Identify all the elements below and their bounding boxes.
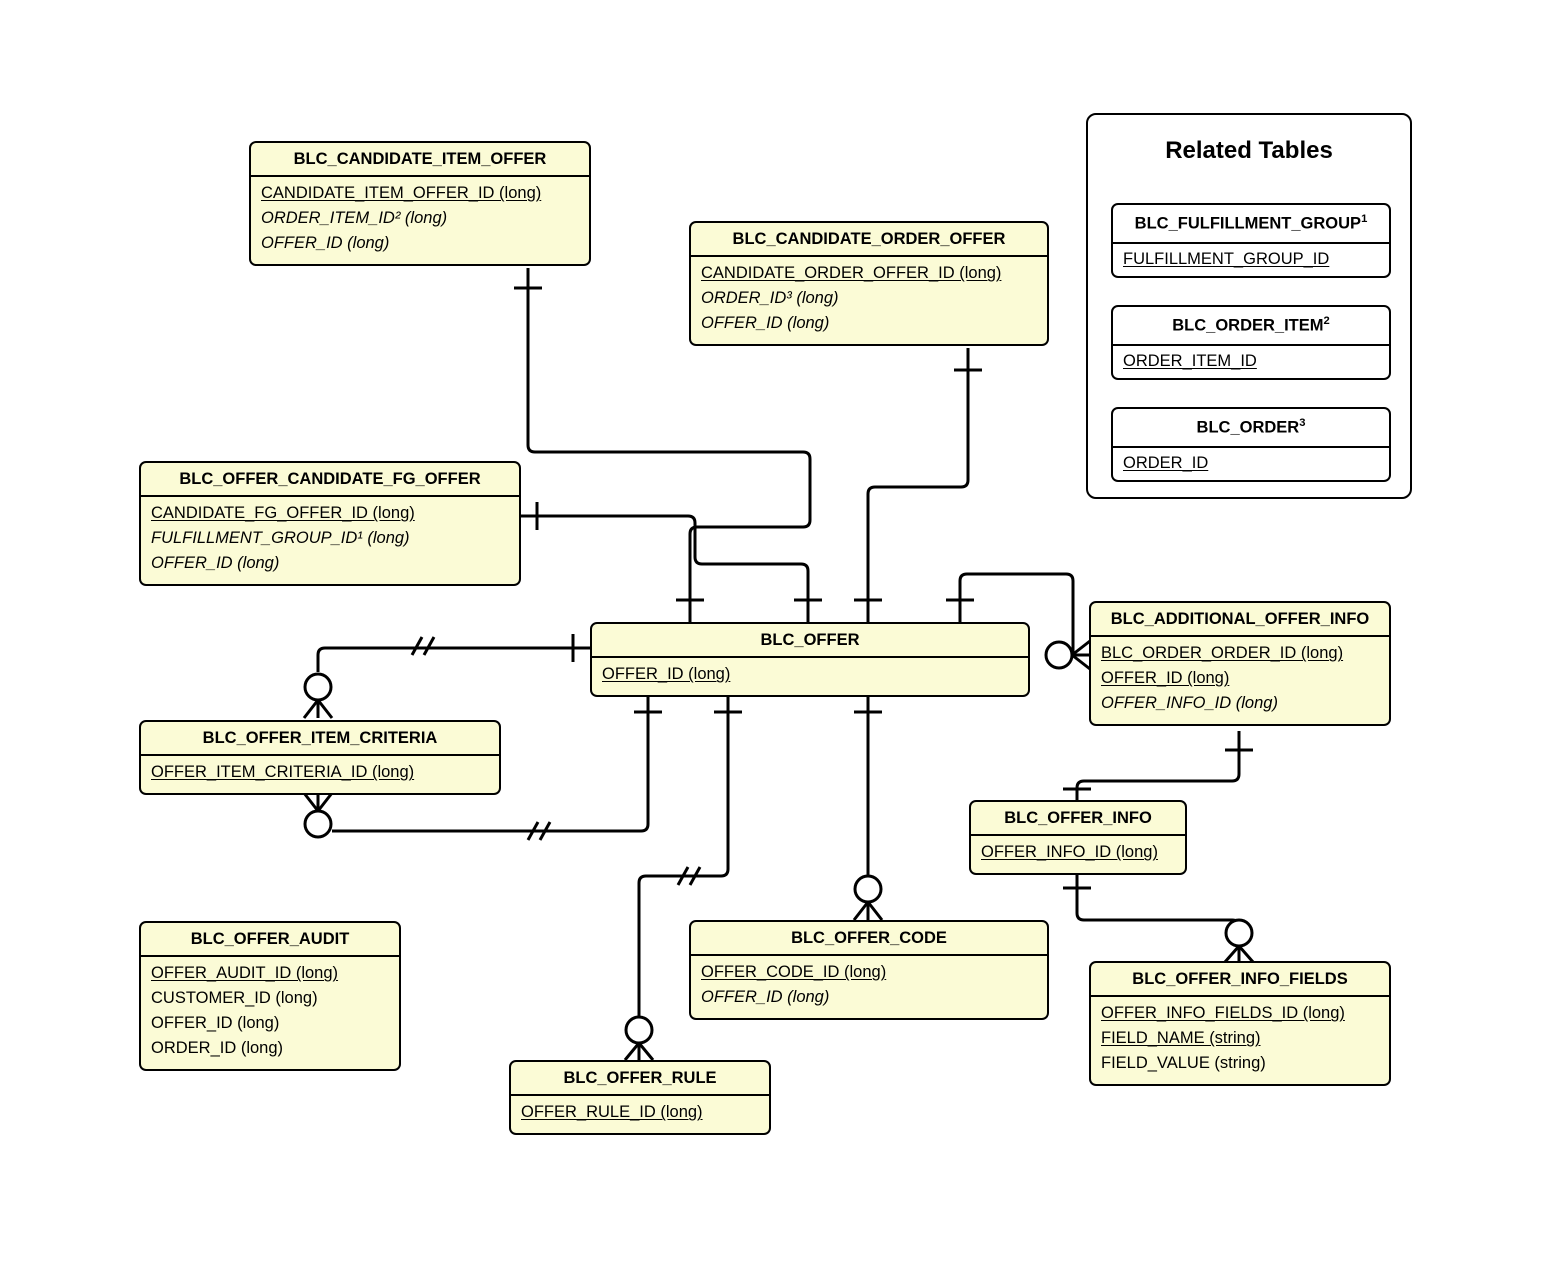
entity-attributes: OFFER_INFO_FIELDS_ID (long) FIELD_NAME (… xyxy=(1091,997,1389,1084)
entity-blc-offer-audit[interactable]: BLC_OFFER_AUDIT OFFER_AUDIT_ID (long) CU… xyxy=(139,921,401,1072)
entity-attributes: CANDIDATE_FG_OFFER_ID (long) FULFILLMENT… xyxy=(141,497,519,584)
attribute-row: OFFER_ID (long) xyxy=(602,665,731,684)
entity-title: BLC_CANDIDATE_ORDER_OFFER xyxy=(691,223,1047,258)
attribute-row: OFFER_INFO_FIELDS_ID (long) xyxy=(1101,1004,1345,1023)
related-table-blc-order-item[interactable]: BLC_ORDER_ITEM2 ORDER_ITEM_ID xyxy=(1111,305,1391,380)
entity-blc-offer-info[interactable]: BLC_OFFER_INFO OFFER_INFO_ID (long) xyxy=(969,800,1187,876)
entity-blc-offer-code[interactable]: BLC_OFFER_CODE OFFER_CODE_ID (long) OFFE… xyxy=(689,920,1049,1021)
crowfoot-oic-top xyxy=(302,699,334,719)
entity-title: BLC_ORDER3 xyxy=(1113,409,1389,448)
entity-title: BLC_OFFER_ITEM_CRITERIA xyxy=(141,722,499,757)
entity-attributes: OFFER_RULE_ID (long) xyxy=(511,1096,769,1133)
attribute-row: OFFER_ID (long) xyxy=(261,234,390,253)
entity-attributes: OFFER_ID (long) xyxy=(592,658,1028,695)
crowfoot-rule xyxy=(623,1042,655,1061)
slash-c1 xyxy=(676,866,690,886)
related-tables-title: Related Tables xyxy=(1165,137,1333,164)
entity-title: BLC_OFFER_INFO xyxy=(971,802,1185,837)
attribute-row: OFFER_ID (long) xyxy=(701,988,830,1007)
entity-blc-offer-info-fields[interactable]: BLC_OFFER_INFO_FIELDS OFFER_INFO_FIELDS_… xyxy=(1089,961,1391,1087)
attribute-row: FULFILLMENT_GROUP_ID¹ (long) xyxy=(151,529,410,548)
slash-b2 xyxy=(538,821,552,841)
attribute-row: FIELD_VALUE (string) xyxy=(1101,1054,1266,1073)
attribute-row: OFFER_ID (long) xyxy=(1101,669,1230,688)
attribute-row: OFFER_ID (long) xyxy=(701,314,830,333)
attribute-row: OFFER_INFO_ID (long) xyxy=(1101,694,1278,713)
entity-attributes: CANDIDATE_ORDER_OFFER_ID (long) ORDER_ID… xyxy=(691,257,1047,344)
entity-title: BLC_OFFER_INFO_FIELDS xyxy=(1091,963,1389,998)
entity-blc-offer[interactable]: BLC_OFFER OFFER_ID (long) xyxy=(590,622,1030,698)
attribute-row: ORDER_ITEM_ID xyxy=(1123,351,1257,370)
circle-zero-oic-bottom xyxy=(303,809,333,839)
attribute-row: CANDIDATE_FG_OFFER_ID (long) xyxy=(151,504,415,523)
entity-title-text: BLC_ORDER xyxy=(1196,418,1300,437)
attribute-row: FULFILLMENT_GROUP_ID xyxy=(1123,249,1330,268)
wire-offer-candidate-fg-offer xyxy=(521,514,810,622)
wire-aoi-offer-info xyxy=(1075,731,1241,800)
attribute-row: OFFER_INFO_ID (long) xyxy=(981,843,1158,862)
attribute-row: CANDIDATE_ITEM_OFFER_ID (long) xyxy=(261,184,542,203)
entity-title: BLC_OFFER_CODE xyxy=(691,922,1047,957)
entity-title: BLC_OFFER_CANDIDATE_FG_OFFER xyxy=(141,463,519,498)
entity-blc-offer-candidate-fg-offer[interactable]: BLC_OFFER_CANDIDATE_FG_OFFER CANDIDATE_F… xyxy=(139,461,521,587)
attribute-row: OFFER_AUDIT_ID (long) xyxy=(151,964,339,983)
crowfoot-aoi xyxy=(1071,639,1091,671)
entity-title: BLC_ORDER_ITEM2 xyxy=(1113,307,1389,346)
circle-zero-oic-top xyxy=(303,672,333,702)
entity-title-text: BLC_FULFILLMENT_GROUP xyxy=(1134,214,1362,233)
circle-zero-code xyxy=(853,874,883,904)
circle-zero-rule xyxy=(624,1015,654,1045)
crowfoot-oic-bottom xyxy=(302,792,334,812)
entity-title: BLC_OFFER_RULE xyxy=(511,1062,769,1097)
entity-title-text: BLC_ORDER_ITEM xyxy=(1172,316,1324,335)
attribute-row: ORDER_ITEM_ID² (long) xyxy=(261,209,448,228)
attribute-row: CUSTOMER_ID (long) xyxy=(151,989,318,1008)
entity-blc-offer-item-criteria[interactable]: BLC_OFFER_ITEM_CRITERIA OFFER_ITEM_CRITE… xyxy=(139,720,501,796)
attribute-row: OFFER_ID (long) xyxy=(151,1014,280,1033)
entity-title: BLC_OFFER_AUDIT xyxy=(141,923,399,958)
entity-attributes: CANDIDATE_ITEM_OFFER_ID (long) ORDER_ITE… xyxy=(251,177,589,264)
entity-attributes: OFFER_INFO_ID (long) xyxy=(971,836,1185,873)
entity-blc-additional-offer-info[interactable]: BLC_ADDITIONAL_OFFER_INFO BLC_ORDER_ORDE… xyxy=(1089,601,1391,727)
entity-blc-offer-rule[interactable]: BLC_OFFER_RULE OFFER_RULE_ID (long) xyxy=(509,1060,771,1136)
entity-title: BLC_OFFER xyxy=(592,624,1028,659)
slash-a2 xyxy=(422,636,436,656)
entity-title: BLC_FULFILLMENT_GROUP1 xyxy=(1113,205,1389,244)
slash-b1 xyxy=(526,821,540,841)
crowfoot-oif xyxy=(1223,945,1255,963)
entity-title: BLC_ADDITIONAL_OFFER_INFO xyxy=(1091,603,1389,638)
entity-attributes: OFFER_CODE_ID (long) OFFER_ID (long) xyxy=(691,956,1047,1018)
attribute-row: ORDER_ID³ (long) xyxy=(701,289,839,308)
attribute-row: BLC_ORDER_ORDER_ID (long) xyxy=(1101,644,1344,663)
footnote-marker: 3 xyxy=(1299,417,1306,429)
entity-attributes: OFFER_ITEM_CRITERIA_ID (long) xyxy=(141,756,499,793)
entity-blc-candidate-item-offer[interactable]: BLC_CANDIDATE_ITEM_OFFER CANDIDATE_ITEM_… xyxy=(249,141,591,267)
wire-offer-info-fields xyxy=(1075,868,1241,928)
attribute-row: FIELD_NAME (string) xyxy=(1101,1029,1261,1048)
entity-title: BLC_CANDIDATE_ITEM_OFFER xyxy=(251,143,589,178)
entity-attributes: BLC_ORDER_ORDER_ID (long) OFFER_ID (long… xyxy=(1091,637,1389,724)
circle-zero-aoi xyxy=(1044,640,1074,670)
crowfoot-code xyxy=(852,901,884,921)
attribute-row: ORDER_ID xyxy=(1123,453,1209,472)
related-tables-panel: Related Tables BLC_FULFILLMENT_GROUP1 FU… xyxy=(1086,113,1412,499)
wire-offer-item-criteria-top xyxy=(316,646,590,672)
attribute-row: CANDIDATE_ORDER_OFFER_ID (long) xyxy=(701,264,1002,283)
attribute-row: OFFER_ITEM_CRITERIA_ID (long) xyxy=(151,763,415,782)
attribute-row: OFFER_CODE_ID (long) xyxy=(701,963,887,982)
attribute-row: ORDER_ID (long) xyxy=(151,1039,284,1058)
slash-c2 xyxy=(688,866,702,886)
related-table-blc-order[interactable]: BLC_ORDER3 ORDER_ID xyxy=(1111,407,1391,482)
footnote-marker: 1 xyxy=(1361,213,1368,225)
attribute-row: OFFER_RULE_ID (long) xyxy=(521,1103,703,1122)
attribute-row: OFFER_ID (long) xyxy=(151,554,280,573)
entity-attributes: OFFER_AUDIT_ID (long) CUSTOMER_ID (long)… xyxy=(141,957,399,1069)
circle-zero-oif xyxy=(1224,918,1254,948)
entity-blc-candidate-order-offer[interactable]: BLC_CANDIDATE_ORDER_OFFER CANDIDATE_ORDE… xyxy=(689,221,1049,347)
slash-a1 xyxy=(410,636,424,656)
related-table-blc-fulfillment-group[interactable]: BLC_FULFILLMENT_GROUP1 FULFILLMENT_GROUP… xyxy=(1111,203,1391,278)
wire-offer-candidate-order-offer xyxy=(866,348,970,622)
footnote-marker: 2 xyxy=(1323,315,1330,327)
